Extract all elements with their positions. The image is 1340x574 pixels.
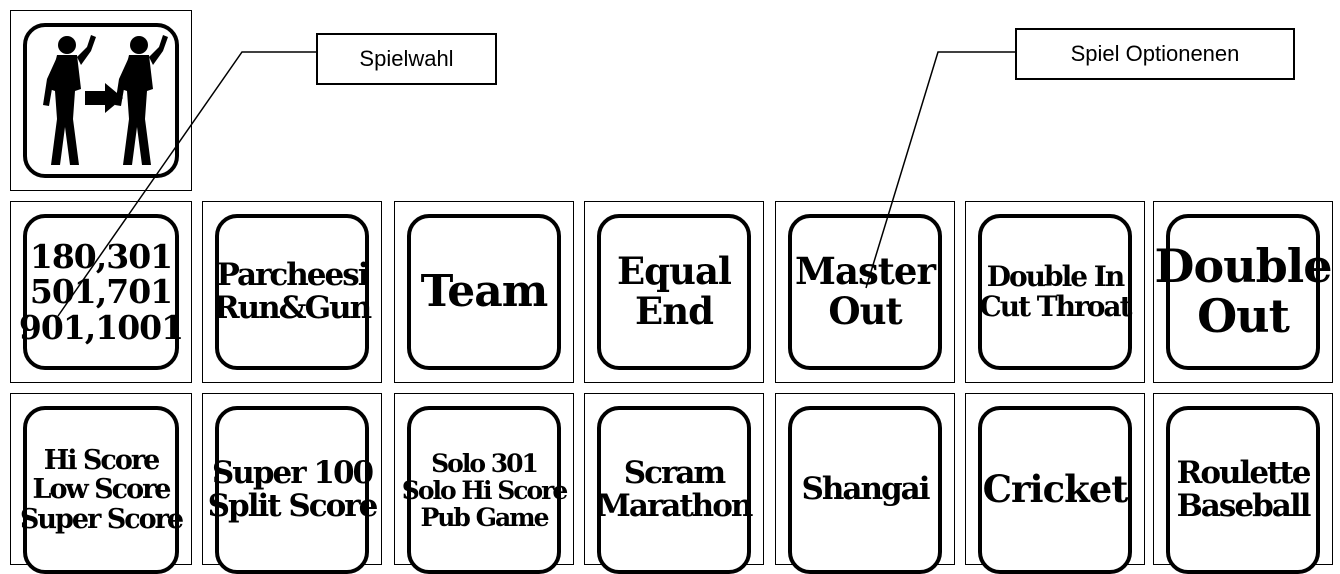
key-label: Run&Gun	[213, 290, 372, 326]
key-label: Cut Throat	[979, 290, 1132, 323]
key-label: Low Score	[32, 474, 172, 506]
key-cell: Hi Score Low Score Super Score	[10, 393, 192, 574]
key-cell: Shangai	[775, 393, 955, 574]
key-label: End	[635, 289, 714, 333]
key-label: Super Score	[19, 503, 184, 535]
key-label: Team	[420, 266, 549, 318]
key-label: Scram	[623, 454, 726, 491]
key-cell: Double Out	[1153, 201, 1333, 383]
key-label: Hi Score	[43, 445, 161, 477]
key-label: Pub Game	[420, 502, 549, 532]
key-solo-301[interactable]: Solo 301 Solo Hi Score Pub Game	[402, 406, 568, 574]
key-cell: Parcheesi Run&Gun	[202, 201, 382, 383]
game-options-label: Spiel Optionenen	[1070, 41, 1240, 66]
key-label: Cricket	[982, 467, 1129, 512]
key-scram[interactable]: Scram Marathon	[596, 406, 754, 574]
key-label: Split Score	[207, 488, 379, 524]
key-label: Marathon	[596, 488, 754, 524]
key-cell: Master Out	[775, 201, 955, 383]
key-label: 180,301	[29, 236, 173, 276]
key-shangai[interactable]: Shangai	[788, 406, 942, 574]
key-label: Baseball	[1176, 488, 1312, 524]
key-master-out[interactable]: Master Out	[788, 214, 942, 370]
key-cell: Super 100 Split Score	[202, 393, 382, 574]
key-double-out[interactable]: Double Out	[1155, 214, 1332, 370]
key-label: Super 100	[211, 454, 374, 491]
key-label: Master	[795, 249, 936, 294]
key-label: 501,701	[29, 272, 173, 312]
key-equal-end[interactable]: Equal End	[597, 214, 751, 370]
key-label: Solo Hi Score	[401, 475, 568, 505]
key-label: Out	[1197, 289, 1290, 343]
key-cell: Equal End	[584, 201, 764, 383]
key-label: 901,1001	[18, 307, 184, 347]
key-label: Parcheesi	[216, 256, 370, 293]
key-cell: Cricket	[965, 393, 1145, 574]
game-select-label: Spielwahl	[359, 46, 454, 71]
key-label: Solo 301	[431, 448, 539, 478]
key-cell: 180,301 501,701 901,1001	[10, 201, 192, 383]
key-label: Shangai	[801, 471, 930, 508]
key-cell: Scram Marathon	[584, 393, 764, 574]
key-parcheesi[interactable]: Parcheesi Run&Gun	[213, 214, 372, 370]
key-x01-games[interactable]: 180,301 501,701 901,1001	[19, 214, 184, 370]
key-cell: Solo 301 Solo Hi Score Pub Game	[394, 393, 574, 574]
key-cell: Double In Cut Throat	[965, 201, 1145, 383]
player-change-button[interactable]	[23, 23, 179, 178]
key-team[interactable]: Team	[407, 214, 561, 370]
key-cell: Team	[394, 201, 574, 383]
game-select-callout: Spielwahl	[316, 33, 497, 85]
key-label: Out	[828, 289, 902, 333]
key-label: Equal	[616, 249, 732, 294]
key-label: Roulette	[1176, 454, 1312, 491]
player-change-icon	[43, 34, 168, 165]
key-label: Double	[1154, 239, 1333, 294]
key-roulette[interactable]: Roulette Baseball	[1166, 406, 1320, 574]
key-double-in[interactable]: Double In Cut Throat	[978, 214, 1133, 370]
key-cricket[interactable]: Cricket	[978, 406, 1132, 574]
key-super-100[interactable]: Super 100 Split Score	[208, 406, 378, 574]
key-hi-score[interactable]: Hi Score Low Score Super Score	[19, 406, 184, 574]
player-change-button-cell	[10, 10, 192, 191]
key-label: Double In	[986, 259, 1126, 293]
key-cell: Roulette Baseball	[1153, 393, 1333, 574]
game-options-callout: Spiel Optionenen	[1015, 28, 1295, 80]
